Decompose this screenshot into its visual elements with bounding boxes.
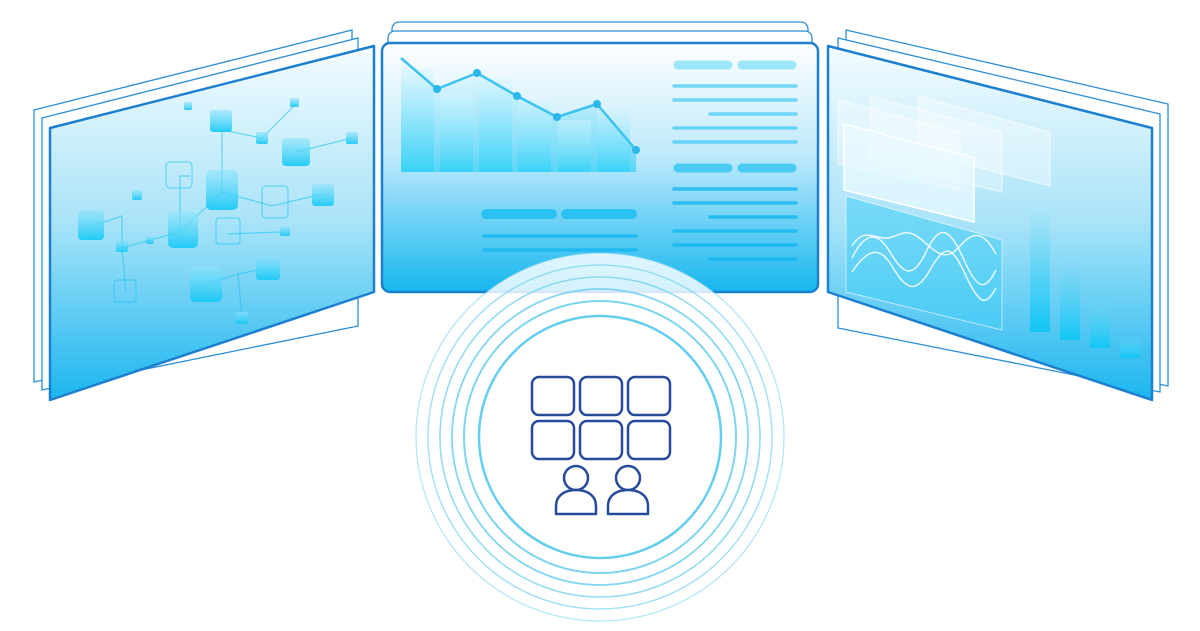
center-badge: [415, 252, 785, 622]
node-graph: [78, 98, 358, 324]
line-area-chart: [400, 57, 640, 172]
text-placeholder-lines: [481, 60, 798, 261]
network-diagram-panel: [33, 29, 376, 402]
dashboard-panel: [380, 21, 820, 294]
app-grid-users-icon: [530, 375, 672, 516]
waveform-bar-chart: [837, 95, 1140, 358]
analytics-panel: [826, 29, 1169, 402]
